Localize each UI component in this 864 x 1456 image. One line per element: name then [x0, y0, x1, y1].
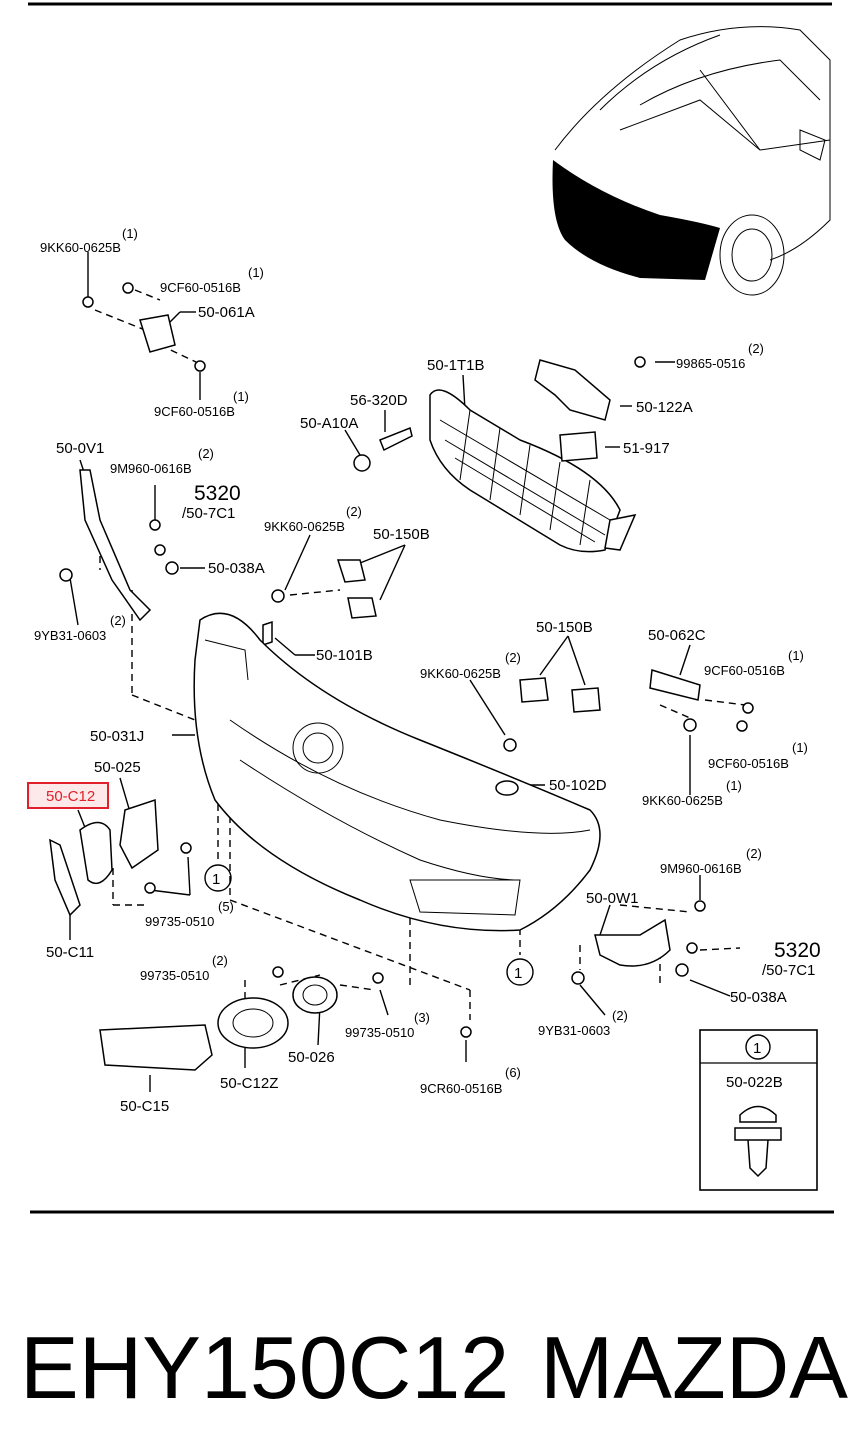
bumper-highlight [552, 160, 720, 280]
push-clip-drawing [734, 1105, 782, 1178]
leader-lines [69, 252, 746, 1092]
label-50-122a: 50-122A [636, 399, 693, 416]
part-labels: 9KK60-0625B (1) 9CF60-0516B (1) 50-061A … [34, 226, 821, 1115]
qty-6: (6) [505, 1065, 521, 1080]
qty-1-d: (1) [788, 648, 804, 663]
label-5320-a: 5320 [194, 482, 241, 505]
label-50-026: 50-026 [288, 1049, 335, 1066]
qty-2-h: (2) [612, 1008, 628, 1023]
callout-1-a: 1 [212, 871, 220, 888]
label-50-0w1: 50-0W1 [586, 890, 639, 907]
qty-2-f: (2) [746, 846, 762, 861]
part-drawings [49, 282, 754, 1071]
label-50-0v1: 50-0V1 [56, 440, 104, 457]
qty-2-a: (2) [198, 446, 214, 461]
label-50-101b: 50-101B [316, 647, 373, 664]
qty-1-f: (1) [726, 778, 742, 793]
callout-1-b: 1 [514, 965, 522, 982]
label-50-150b-a: 50-150B [373, 526, 430, 543]
qty-2-b: (2) [346, 504, 362, 519]
qty-3: (3) [414, 1010, 430, 1025]
label-50-c15: 50-C15 [120, 1098, 169, 1115]
label-50-038a-a: 50-038A [208, 560, 265, 577]
label-50-061a: 50-061A [198, 304, 255, 321]
label-99865-0516: 99865-0516 [676, 356, 745, 371]
label-50-7c1-b: /50-7C1 [762, 962, 815, 979]
qty-2-c: (2) [110, 613, 126, 628]
qty-1-e: (1) [792, 740, 808, 755]
qty-1-b: (1) [248, 265, 264, 280]
label-50-a10a: 50-A10A [300, 415, 358, 432]
label-9kk60-0625b-d: 9KK60-0625B [642, 793, 723, 808]
callout-circles: 1 1 [204, 864, 534, 986]
label-9kk60-0625b-c: 9KK60-0625B [420, 666, 501, 681]
qty-2-e: (2) [505, 650, 521, 665]
label-50-c11: 50-C11 [46, 944, 94, 961]
label-50-025: 50-025 [94, 759, 141, 776]
label-56-320d: 56-320D [350, 392, 408, 409]
qty-2-d: (2) [748, 341, 764, 356]
car-thumbnail [552, 26, 831, 296]
label-9cf60-0516b-d: 9CF60-0516B [708, 756, 789, 771]
label-50-c12z: 50-C12Z [220, 1075, 278, 1092]
label-50-1t1b: 50-1T1B [427, 357, 485, 374]
label-51-917: 51-917 [623, 440, 670, 457]
label-9cr60-0516b: 9CR60-0516B [420, 1081, 502, 1096]
qty-5: (5) [218, 899, 234, 914]
label-9kk60-0625b-a: 9KK60-0625B [40, 240, 121, 255]
label-50-031j: 50-031J [90, 728, 144, 745]
inset-part-label: 50-022B [726, 1074, 783, 1091]
label-9m960-0616b-b: 9M960-0616B [660, 861, 742, 876]
inset-box: 1 50-022B [699, 1029, 818, 1191]
label-50-102d: 50-102D [549, 777, 607, 794]
label-50-038a-b: 50-038A [730, 989, 787, 1006]
label-9m960-0616b-a: 9M960-0616B [110, 461, 192, 476]
label-5320-b: 5320 [774, 939, 821, 962]
qty-2-g: (2) [212, 953, 228, 968]
highlight-50-c12 [27, 782, 109, 809]
label-9yb31-0603-b: 9YB31-0603 [538, 1023, 610, 1038]
qty-1-a: (1) [122, 226, 138, 241]
label-50-7c1-a: /50-7C1 [182, 505, 235, 522]
label-99735-0510-b: 99735-0510 [140, 968, 209, 983]
caption-part-number: EHY150C12 [20, 1318, 509, 1417]
label-9cf60-0516b-c: 9CF60-0516B [704, 663, 785, 678]
label-50-150b-b: 50-150B [536, 619, 593, 636]
qty-1-c: (1) [233, 389, 249, 404]
label-9cf60-0516b-b: 9CF60-0516B [154, 404, 235, 419]
label-99735-0510-a: 99735-0510 [145, 914, 214, 929]
label-99735-0510-c: 99735-0510 [345, 1025, 414, 1040]
label-9yb31-0603-a: 9YB31-0603 [34, 628, 106, 643]
inset-ref: 1 [753, 1040, 761, 1057]
label-9cf60-0516b-a: 9CF60-0516B [160, 280, 241, 295]
label-50-c12: 50-C12 [46, 788, 95, 805]
caption-brand: MAZDA [540, 1318, 848, 1417]
label-50-062c: 50-062C [648, 627, 706, 644]
label-9kk60-0625b-b: 9KK60-0625B [264, 519, 345, 534]
